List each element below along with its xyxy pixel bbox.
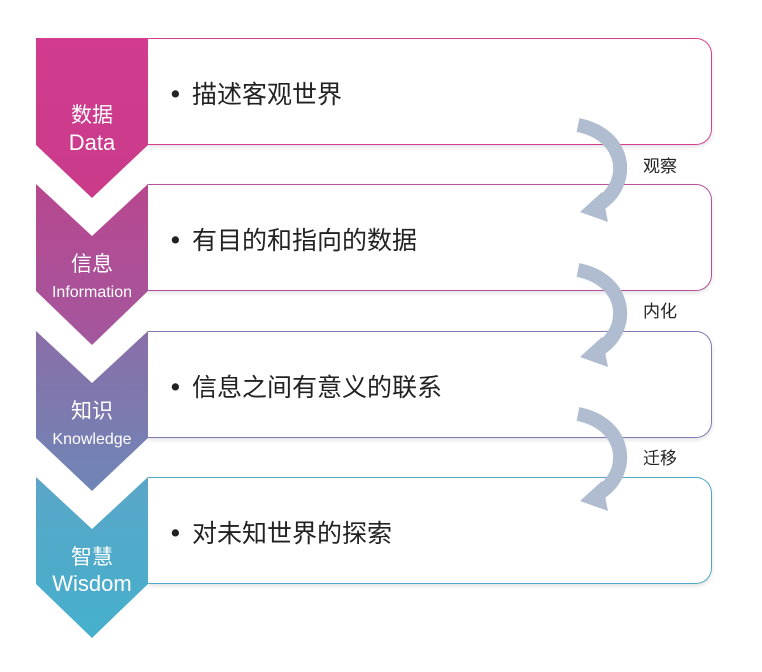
curved-arrow-icon — [576, 407, 628, 511]
level-text-data: •描述客观世界 — [168, 80, 343, 109]
level-text-information: •有目的和指向的数据 — [168, 226, 418, 255]
curved-arrow-icon — [576, 263, 628, 367]
chevron-en-data: Data — [69, 130, 116, 155]
chevron-cn-data: 数据 — [71, 103, 113, 127]
curved-arrow-icon — [576, 118, 628, 222]
transition-label: 观察 — [643, 157, 677, 177]
level-box-information — [148, 184, 712, 291]
level-box-data — [148, 38, 712, 145]
chevron-wisdom — [36, 477, 148, 638]
transition-label: 迁移 — [643, 449, 677, 469]
chevron-cn-wisdom: 智慧 — [71, 545, 113, 569]
chevron-knowledge — [36, 331, 148, 491]
chevron-cn-information: 信息 — [71, 252, 113, 276]
chevron-information — [36, 184, 148, 345]
chevron-data — [36, 38, 148, 198]
chevron-cn-knowledge: 知识 — [71, 399, 113, 423]
chevron-en-information: Information — [52, 284, 132, 301]
level-text-wisdom: •对未知世界的探索 — [168, 519, 393, 548]
level-box-knowledge — [148, 331, 712, 438]
chevron-en-wisdom: Wisdom — [52, 571, 131, 596]
level-box-wisdom — [148, 477, 712, 584]
chevron-en-knowledge: Knowledge — [52, 431, 131, 448]
level-text-knowledge: •信息之间有意义的联系 — [168, 373, 443, 402]
transition-label: 内化 — [643, 302, 677, 322]
